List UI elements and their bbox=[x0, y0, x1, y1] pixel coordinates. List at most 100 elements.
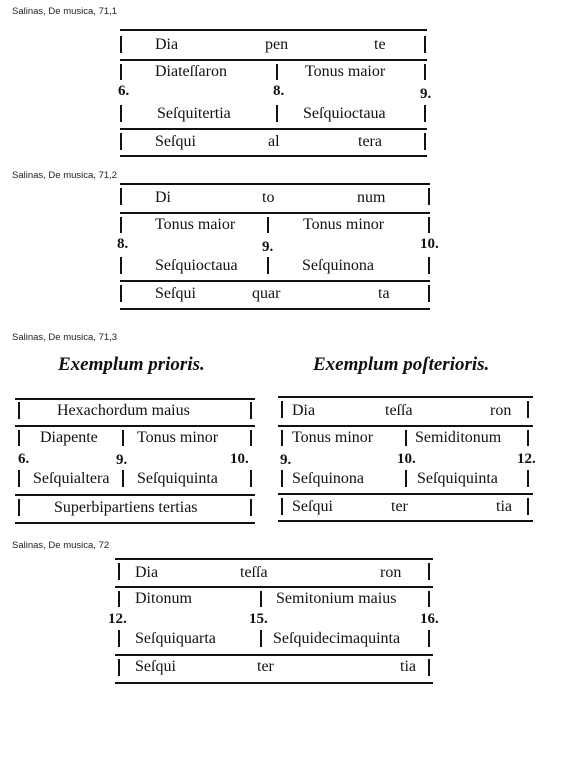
syllable: Dia bbox=[292, 402, 316, 419]
bracket bbox=[18, 430, 20, 446]
bracket bbox=[276, 64, 278, 80]
rule bbox=[120, 128, 427, 130]
interval-label: Tonus maior bbox=[155, 216, 236, 233]
syllable: Seſqui bbox=[135, 658, 176, 675]
bracket bbox=[527, 498, 529, 515]
syllable: ron bbox=[490, 402, 512, 419]
caption-71-1: Salinas, De musica, 71,1 bbox=[12, 6, 118, 17]
string-number: 9. bbox=[280, 452, 292, 468]
syllable: pen bbox=[265, 36, 289, 53]
bracket bbox=[281, 430, 283, 446]
interval-label: Semiditonum bbox=[415, 429, 502, 446]
string-number: 9. bbox=[116, 452, 128, 468]
rule bbox=[120, 155, 427, 157]
bracket bbox=[18, 499, 20, 516]
string-number: 16. bbox=[420, 611, 439, 627]
rule bbox=[120, 280, 430, 282]
interval-label: Ditonum bbox=[135, 590, 192, 607]
bracket bbox=[428, 563, 430, 580]
ratio-label: Seſquioctaua bbox=[155, 257, 238, 274]
interval-label: Tonus maior bbox=[305, 63, 386, 80]
bracket bbox=[118, 591, 120, 607]
rule bbox=[278, 425, 533, 427]
bracket bbox=[428, 659, 430, 676]
interval-label: Diapente bbox=[40, 429, 98, 446]
bracket bbox=[120, 36, 122, 53]
string-number: 12. bbox=[517, 451, 536, 467]
bracket bbox=[120, 105, 122, 122]
syllable: Seſqui bbox=[292, 498, 333, 515]
syllable: num bbox=[357, 189, 386, 206]
bracket bbox=[122, 470, 124, 487]
rule bbox=[115, 654, 433, 656]
bracket bbox=[260, 591, 262, 607]
syllable: to bbox=[262, 189, 275, 206]
diagram-heading: Exemplum prioris. bbox=[58, 354, 205, 375]
rule bbox=[15, 522, 255, 524]
interval-label: Diateſſaron bbox=[155, 63, 227, 80]
bracket bbox=[122, 430, 124, 446]
string-number: 8. bbox=[273, 83, 285, 99]
ratio-label: Seſquiquarta bbox=[135, 630, 216, 647]
rule bbox=[278, 520, 533, 522]
ratio-label: Seſquialtera bbox=[33, 470, 110, 487]
caption-72: Salinas, De musica, 72 bbox=[12, 540, 110, 551]
syllable: Di bbox=[155, 189, 171, 206]
rule bbox=[15, 398, 255, 400]
syllable: tera bbox=[358, 133, 382, 150]
interval-label: Hexachordum maius bbox=[57, 402, 190, 419]
bracket bbox=[428, 630, 430, 647]
bracket bbox=[250, 470, 252, 487]
string-number: 12. bbox=[108, 611, 127, 627]
string-number: 8. bbox=[117, 236, 129, 252]
interval-label: Tonus minor bbox=[292, 429, 374, 446]
ratio-label: Seſquinona bbox=[292, 470, 364, 487]
string-number: 10. bbox=[420, 236, 439, 252]
rule bbox=[15, 494, 255, 496]
bracket bbox=[250, 499, 252, 516]
syllable: Seſqui bbox=[155, 285, 196, 302]
bracket bbox=[428, 257, 430, 274]
bracket bbox=[120, 188, 122, 205]
bracket bbox=[428, 217, 430, 233]
ratio-label: Seſquioctaua bbox=[303, 105, 386, 122]
caption-71-3: Salinas, De musica, 71,3 bbox=[12, 332, 118, 343]
syllable: teſſa bbox=[385, 402, 413, 419]
caption-71-2: Salinas, De musica, 71,2 bbox=[12, 170, 118, 181]
bracket bbox=[250, 402, 252, 419]
ratio-label: Seſquiquinta bbox=[137, 470, 218, 487]
bracket bbox=[276, 105, 278, 122]
interval-label: Tonus minor bbox=[137, 429, 219, 446]
rule bbox=[15, 425, 255, 427]
ratio-label: Seſquidecimaquinta bbox=[273, 630, 401, 647]
syllable: Seſqui bbox=[155, 133, 196, 150]
interval-label: Tonus minor bbox=[303, 216, 385, 233]
string-number: 10. bbox=[397, 451, 416, 467]
bracket bbox=[120, 285, 122, 302]
bracket bbox=[424, 105, 426, 122]
ratio-label: Seſquinona bbox=[302, 257, 374, 274]
bracket bbox=[118, 659, 120, 676]
bracket bbox=[118, 630, 120, 647]
syllable: quar bbox=[252, 285, 281, 302]
rule bbox=[120, 29, 427, 31]
rule bbox=[120, 59, 427, 61]
bracket bbox=[281, 470, 283, 487]
rule bbox=[120, 308, 430, 310]
bracket bbox=[18, 470, 20, 487]
bracket bbox=[424, 64, 426, 80]
bracket bbox=[118, 563, 120, 580]
bracket bbox=[18, 402, 20, 419]
syllable: ter bbox=[257, 658, 274, 675]
bracket bbox=[250, 430, 252, 446]
bracket bbox=[260, 630, 262, 647]
bracket bbox=[120, 257, 122, 274]
bracket bbox=[424, 36, 426, 53]
rule bbox=[115, 682, 433, 684]
bracket bbox=[267, 217, 269, 233]
string-number: 9. bbox=[262, 239, 274, 255]
syllable: ta bbox=[378, 285, 390, 302]
bracket bbox=[428, 591, 430, 607]
string-number: 6. bbox=[118, 83, 130, 99]
syllable: al bbox=[268, 133, 280, 150]
